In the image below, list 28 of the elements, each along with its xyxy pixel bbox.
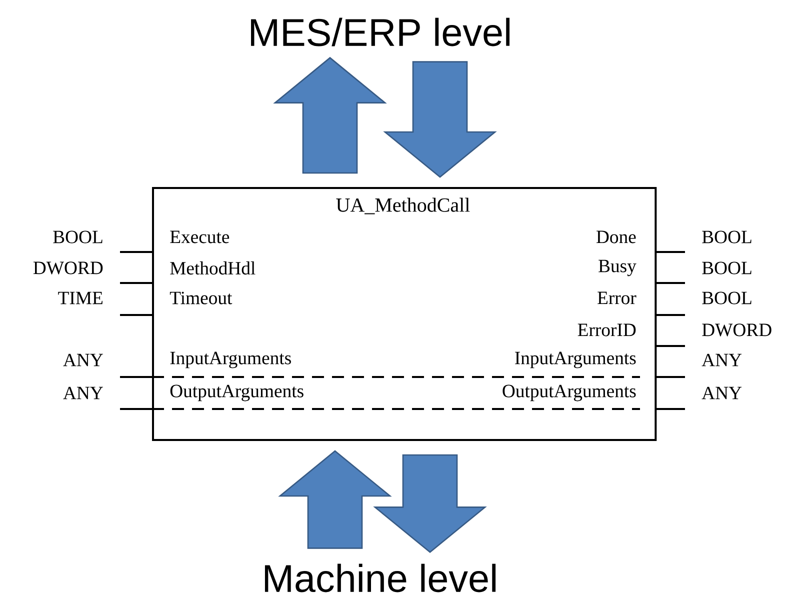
data-type-label: ANY (63, 354, 103, 366)
data-type-label: BOOL (702, 262, 752, 274)
pin-name: InputArguments (170, 352, 291, 368)
pin-name: OutputArguments (170, 384, 304, 402)
data-type-label: BOOL (53, 230, 102, 244)
block-arrow (373, 454, 487, 554)
pin-name: Error (598, 292, 636, 304)
pin-name: Timeout (170, 292, 232, 304)
block-arrow (273, 56, 387, 174)
block-arrow (383, 61, 497, 178)
data-type-label: DWORD (33, 262, 103, 274)
data-type-label: BOOL (702, 230, 752, 244)
pin-name: ErrorID (578, 324, 636, 336)
data-type-label: ANY (702, 354, 742, 366)
level-label: Machine level (264, 564, 496, 592)
pin-name: Done (596, 230, 636, 244)
pin-name: Execute (170, 230, 230, 244)
pin-name: MethodHdl (170, 261, 256, 275)
data-type-label: ANY (702, 386, 742, 400)
pin-name: OutputArguments (502, 384, 636, 402)
data-type-label: BOOL (702, 292, 752, 304)
pin-name: Busy (598, 260, 636, 276)
data-type-label: DWORD (702, 324, 772, 336)
block-arrow (278, 450, 392, 549)
data-type-label: TIME (58, 292, 102, 304)
level-label: MES/ERP level (251, 18, 510, 46)
data-type-label: ANY (63, 386, 103, 400)
pin-name: InputArguments (515, 352, 636, 368)
